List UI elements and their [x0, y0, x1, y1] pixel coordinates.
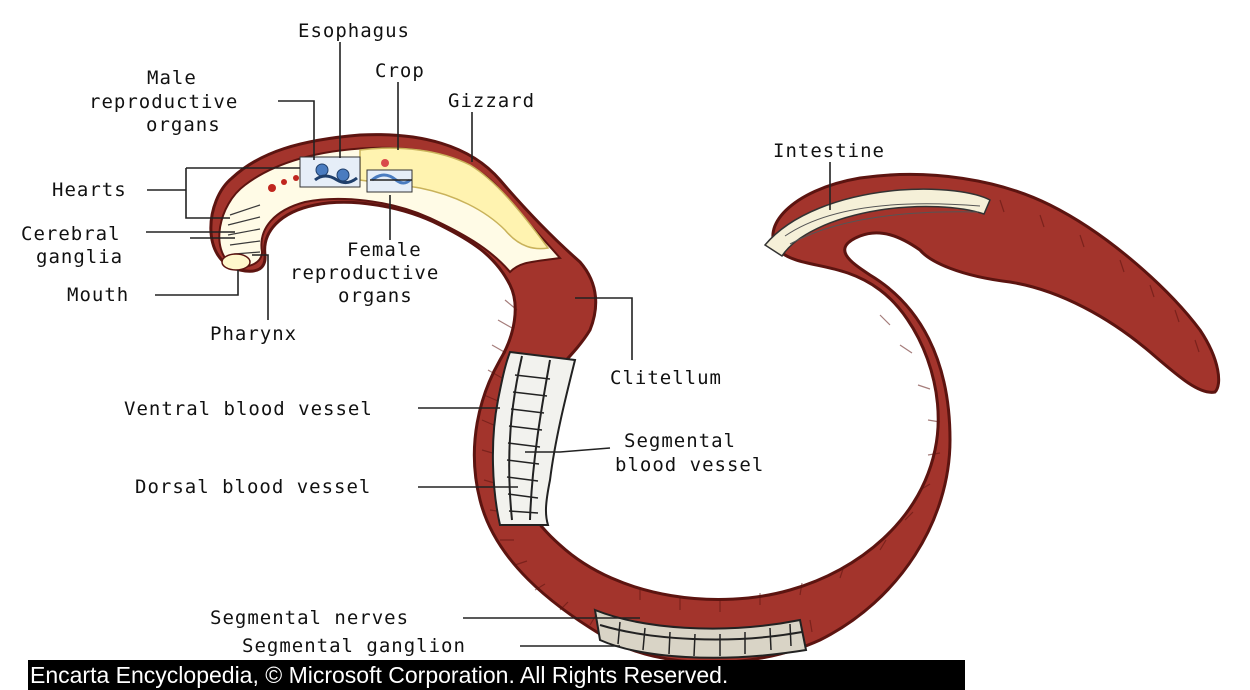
label-pharynx: Pharynx [210, 323, 297, 345]
leader-mouth [155, 270, 238, 295]
mouth-shape [222, 254, 250, 270]
label-gizzard: Gizzard [448, 90, 535, 112]
label-dorsal-blood-vessel: Dorsal blood vessel [135, 476, 371, 498]
labels: Esophagus Male reproductive organs Crop … [21, 20, 885, 657]
label-hearts: Hearts [52, 179, 127, 201]
male-reproductive-organs-shape [300, 157, 360, 187]
label-cerebral-line2: ganglia [36, 246, 123, 268]
label-male-line1: Male [147, 67, 197, 89]
label-ventral-blood-vessel: Ventral blood vessel [124, 398, 373, 420]
blood-vessel-window [493, 352, 575, 525]
label-intestine: Intestine [773, 140, 885, 162]
label-crop: Crop [375, 60, 425, 82]
label-clitellum: Clitellum [610, 367, 722, 389]
label-mouth: Mouth [67, 284, 129, 306]
label-female-line2: reproductive [290, 262, 439, 284]
label-segmental-bv-line2: blood vessel [615, 454, 764, 476]
label-segmental-bv-line1: Segmental [624, 430, 736, 452]
label-female-line3: organs [338, 285, 413, 307]
label-segmental-nerves: Segmental nerves [210, 607, 409, 629]
label-male-line3: organs [146, 114, 221, 136]
label-segmental-ganglion: Segmental ganglion [242, 635, 466, 657]
label-esophagus: Esophagus [298, 20, 410, 42]
label-female-line1: Female [347, 239, 422, 261]
copyright-credit: Encarta Encyclopedia, © Microsoft Corpor… [30, 661, 728, 689]
label-male-line2: reproductive [89, 91, 238, 113]
label-cerebral-line1: Cerebral [21, 223, 121, 245]
